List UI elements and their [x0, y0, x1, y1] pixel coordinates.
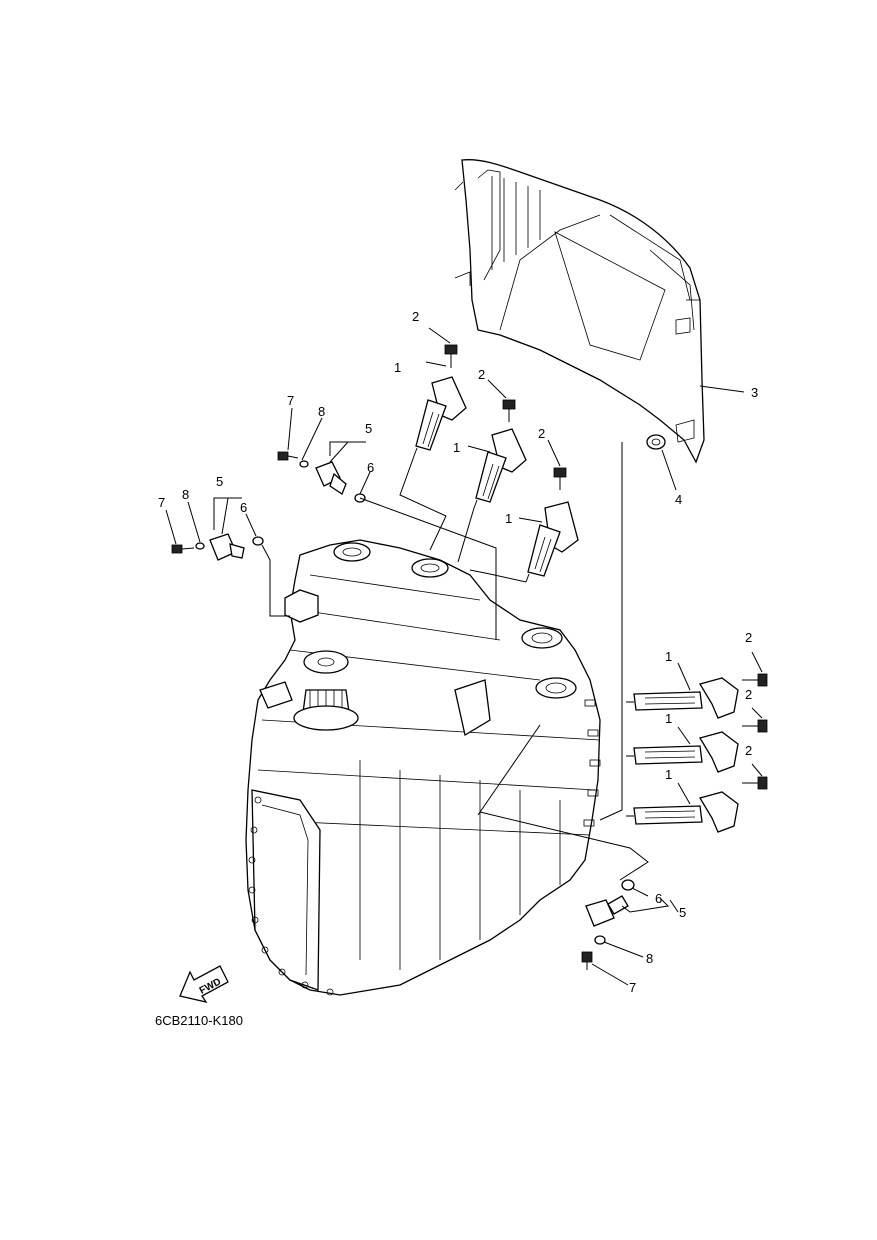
ignition-coil-right-2 [626, 731, 739, 773]
engine-cover [454, 159, 705, 464]
sensor-left [171, 533, 264, 561]
callout-6: 6 [367, 460, 374, 475]
ignition-coil-top-2 [473, 428, 527, 509]
callout-5: 5 [216, 474, 223, 489]
engine-block [245, 539, 601, 996]
callout-2: 2 [745, 743, 752, 758]
callout-2: 2 [745, 630, 752, 645]
bolt-right-2 [742, 719, 768, 733]
callout-8: 8 [182, 487, 189, 502]
ignition-coil-right-1 [626, 677, 739, 719]
callout-1: 1 [453, 440, 460, 455]
callout-7: 7 [287, 393, 294, 408]
ignition-coil-top-3 [525, 501, 579, 583]
callout-labels: 1 2 2 1 2 1 3 4 7 8 5 6 7 8 5 6 2 1 2 1 … [158, 309, 758, 995]
callout-7: 7 [629, 980, 636, 995]
ignition-coil-top-1 [413, 376, 467, 457]
callout-7: 7 [158, 495, 165, 510]
bolt-right-1 [742, 673, 768, 687]
ignition-coil-right-3 [626, 791, 739, 833]
bolt-top-2 [502, 399, 516, 422]
bolt-top-1 [444, 344, 458, 368]
grommet [646, 434, 666, 450]
callout-2: 2 [412, 309, 419, 324]
callout-4: 4 [675, 492, 682, 507]
bolt-top-3 [553, 467, 567, 490]
callout-6: 6 [655, 891, 662, 906]
callout-2: 2 [478, 367, 485, 382]
bolt-right-3 [742, 776, 768, 790]
reference-code: 6CB2110-K180 [155, 1013, 243, 1028]
callout-1: 1 [665, 711, 672, 726]
callout-5: 5 [365, 421, 372, 436]
callout-8: 8 [318, 404, 325, 419]
callout-3: 3 [751, 385, 758, 400]
fwd-arrow-icon: FWD [179, 965, 229, 1004]
callout-5: 5 [679, 905, 686, 920]
drive-gear [293, 650, 359, 731]
callout-1: 1 [505, 511, 512, 526]
sensor-lower [581, 879, 635, 970]
sensor-upper [277, 451, 366, 503]
callout-1: 1 [665, 649, 672, 664]
callout-1: 1 [665, 767, 672, 782]
callout-8: 8 [646, 951, 653, 966]
callout-2: 2 [538, 426, 545, 441]
leader-lines [165, 327, 763, 986]
callout-2: 2 [745, 687, 752, 702]
callout-6: 6 [240, 500, 247, 515]
callout-1: 1 [394, 360, 401, 375]
